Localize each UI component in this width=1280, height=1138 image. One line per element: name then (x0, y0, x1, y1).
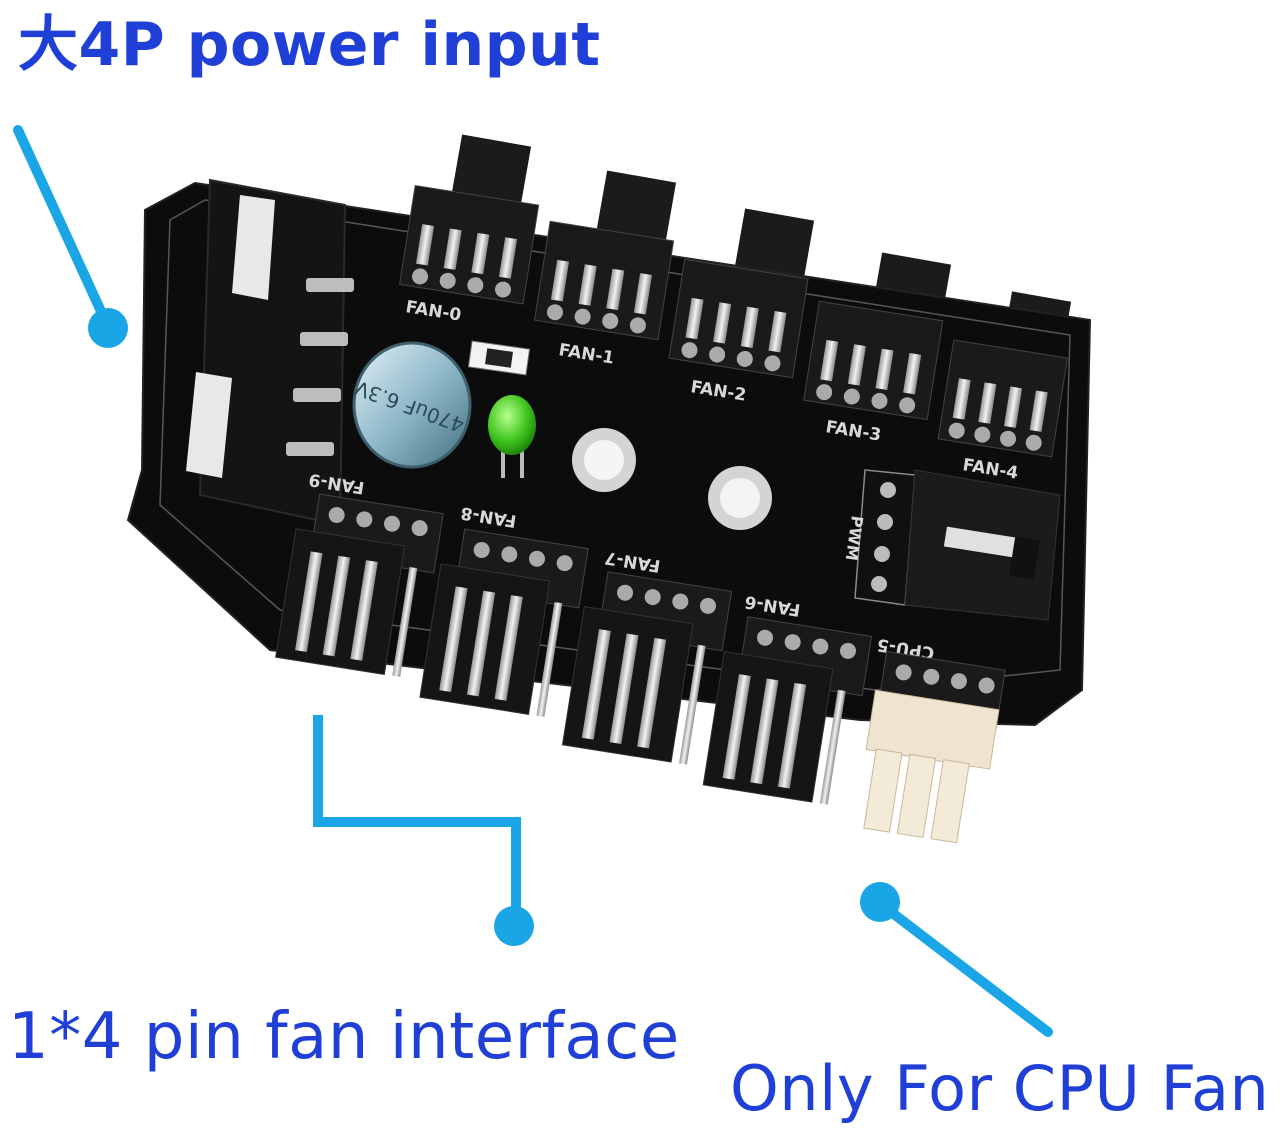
top-headers (398, 184, 1068, 458)
cpu-fan-connector (863, 650, 1006, 844)
bottom-headers (275, 493, 1006, 844)
green-led-icon (488, 395, 536, 478)
fan-interface-label: 1*4 pin fan interface (8, 1000, 680, 1074)
power-input-label: 大4P power input (18, 10, 601, 80)
capacitor: 470uF 6.3V (352, 341, 472, 469)
callout-fan-interface (313, 715, 521, 920)
callout-dot-power (88, 308, 128, 348)
mount-hole-icon (572, 428, 772, 530)
callout-cpu (877, 900, 1053, 1037)
fan-hub-board: 470uF 6.3V (126, 134, 1092, 844)
molex-4p-connector (186, 178, 354, 527)
callout-dot-fan-interface (494, 906, 534, 946)
cpu-only-label: Only For CPU Fan (730, 1052, 1270, 1125)
pwm-header: PWM (842, 469, 1061, 621)
callout-dot-cpu (860, 882, 900, 922)
callout-power (13, 125, 110, 325)
